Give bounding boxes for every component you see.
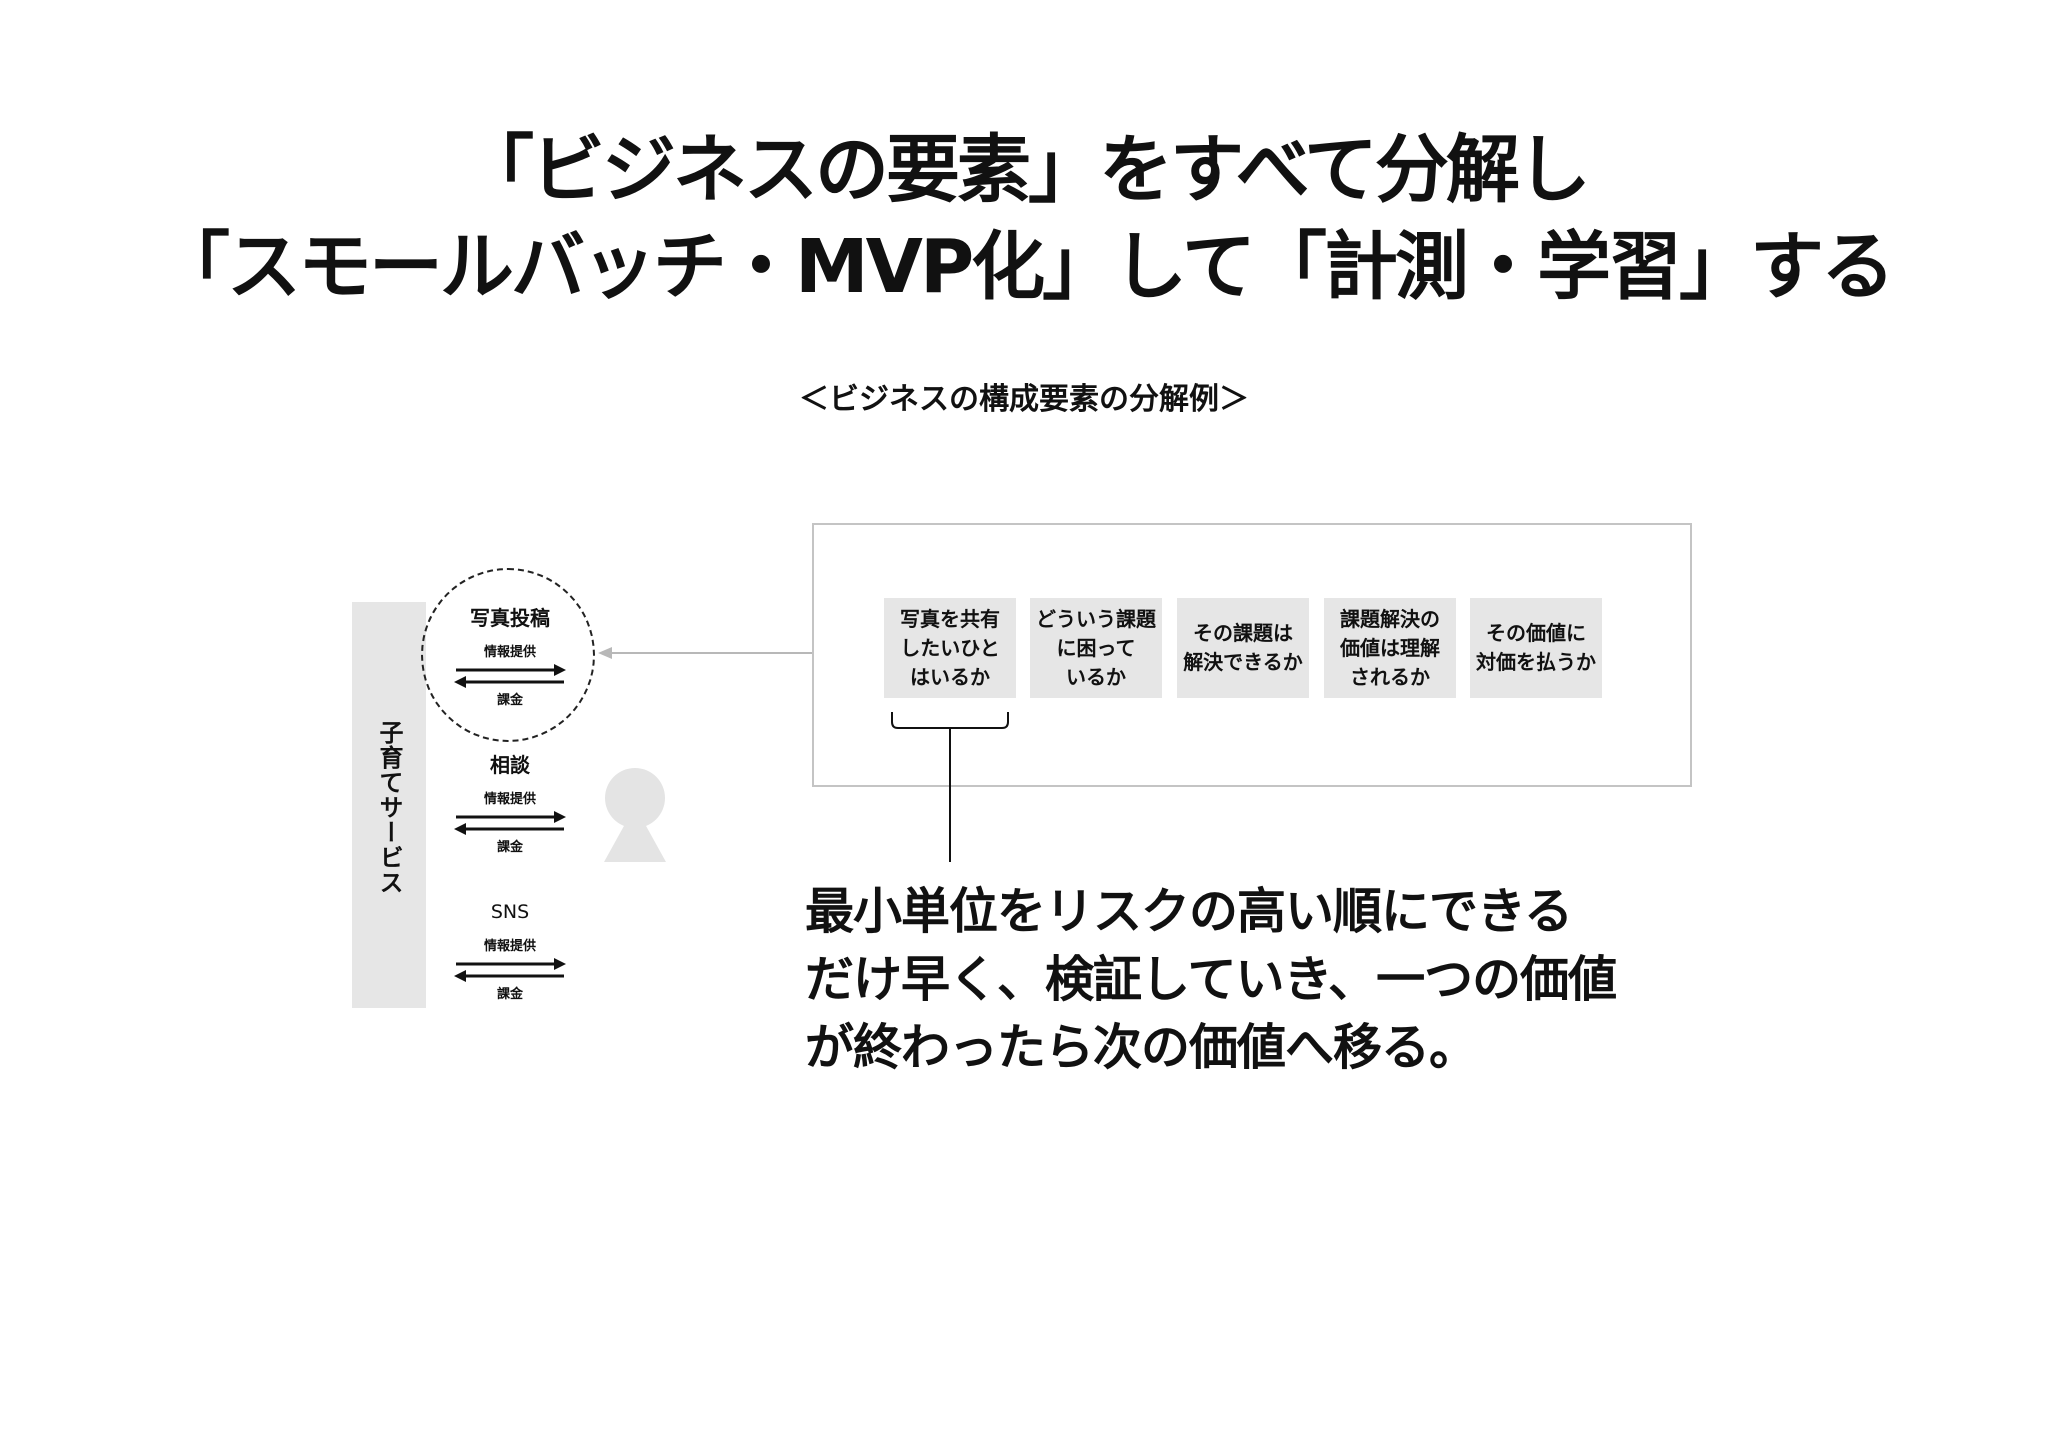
value-element-card: その価値に 対価を払うか: [1470, 598, 1602, 698]
service-panel: 子育てサービス: [352, 602, 426, 1008]
diagram-caption: ＜ビジネスの構成要素の分解例＞: [799, 382, 1249, 417]
exchange-fee-label: 課金: [496, 693, 523, 708]
exchange-info-label: 情報提供: [483, 645, 536, 660]
service-label: 子育てサービス: [375, 720, 403, 895]
value-element-card: その課題は 解決できるか: [1177, 598, 1309, 698]
exchange-title: 相談: [490, 753, 530, 777]
exchange-fee-label: 課金: [496, 840, 523, 855]
two-way-arrows-icon: [454, 958, 566, 982]
value-element-card: 写真を共有 したいひと はいるか: [884, 598, 1016, 698]
highlight-circle: [421, 568, 595, 742]
pointer-arrow-head: [598, 647, 612, 659]
two-way-arrows-icon: [454, 811, 566, 835]
exchange-fee-label: 課金: [496, 987, 523, 1002]
exchange-info-label: 情報提供: [483, 792, 536, 807]
exchange-title: SNS: [490, 901, 530, 923]
exchange-title: 写真投稿: [470, 606, 550, 630]
group-bracket: [891, 712, 1009, 729]
page-title-line-1: 「ビジネスの要素」をすべて分解し: [460, 127, 1591, 213]
exchange-info-label: 情報提供: [483, 939, 536, 954]
value-element-card: どういう課題 に困って いるか: [1030, 598, 1162, 698]
person-icon-body: [604, 806, 666, 862]
explanation-note: 最小単位をリスクの高い順にできる だけ早く、検証していき、一つの価値 が終わった…: [805, 883, 1617, 1076]
value-element-card: 課題解決の 価値は理解 されるか: [1324, 598, 1456, 698]
two-way-arrows-icon: [454, 664, 566, 688]
value-elements-frame: [812, 523, 1692, 787]
page-title-line-2: 「スモールバッチ・MVP化」して「計測・学習」する: [156, 224, 1895, 310]
